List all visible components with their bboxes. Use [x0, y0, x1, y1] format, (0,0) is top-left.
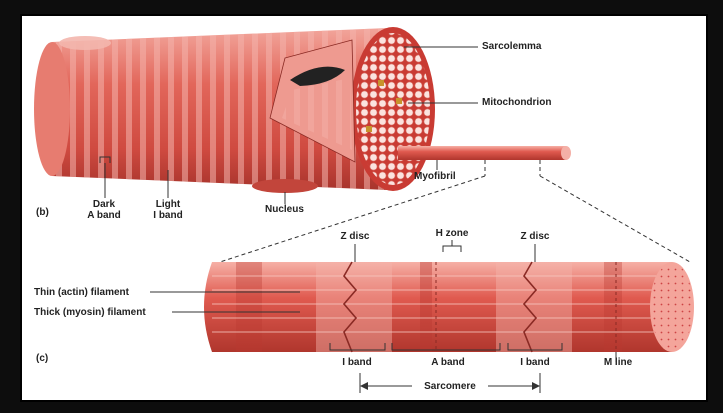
- sarcolemma-label: Sarcolemma: [482, 41, 541, 52]
- thick-filament-label: Thick (myosin) filament: [34, 307, 146, 318]
- panel-label-c: (c): [36, 353, 48, 364]
- myofibril-label: Myofibril: [414, 171, 456, 182]
- i-band-label-left: I band: [334, 357, 380, 368]
- nucleus-label: Nucleus: [265, 204, 304, 215]
- light-label: Light: [146, 199, 190, 210]
- i-band-label-b: I band: [146, 210, 190, 221]
- sarcolemma-fold: [59, 36, 111, 50]
- mitochondrion-label: Mitochondrion: [482, 97, 551, 108]
- z-disc-label-right: Z disc: [510, 231, 560, 242]
- mitochondrion-marker: [378, 80, 384, 86]
- mitochondrion-marker: [396, 98, 402, 104]
- a-band-label-c: A band: [420, 357, 476, 368]
- myofibril-strand: [398, 146, 571, 160]
- m-line-label: M line: [596, 357, 640, 368]
- thin-filament-label: Thin (actin) filament: [34, 287, 129, 298]
- i-band-label-right: I band: [512, 357, 558, 368]
- myofibril-enlarged: [204, 262, 694, 352]
- z-disc-label-left: Z disc: [330, 231, 380, 242]
- h-zone-label: H zone: [424, 228, 480, 239]
- nucleus-shape: [252, 179, 318, 193]
- a-band-label-b: A band: [82, 210, 126, 221]
- panel-label-b: (b): [36, 207, 49, 218]
- mitochondrion-marker: [366, 126, 372, 132]
- dark-label: Dark: [82, 199, 126, 210]
- sarcomere-label: Sarcomere: [414, 381, 486, 392]
- fiber-cross-section: [351, 27, 435, 191]
